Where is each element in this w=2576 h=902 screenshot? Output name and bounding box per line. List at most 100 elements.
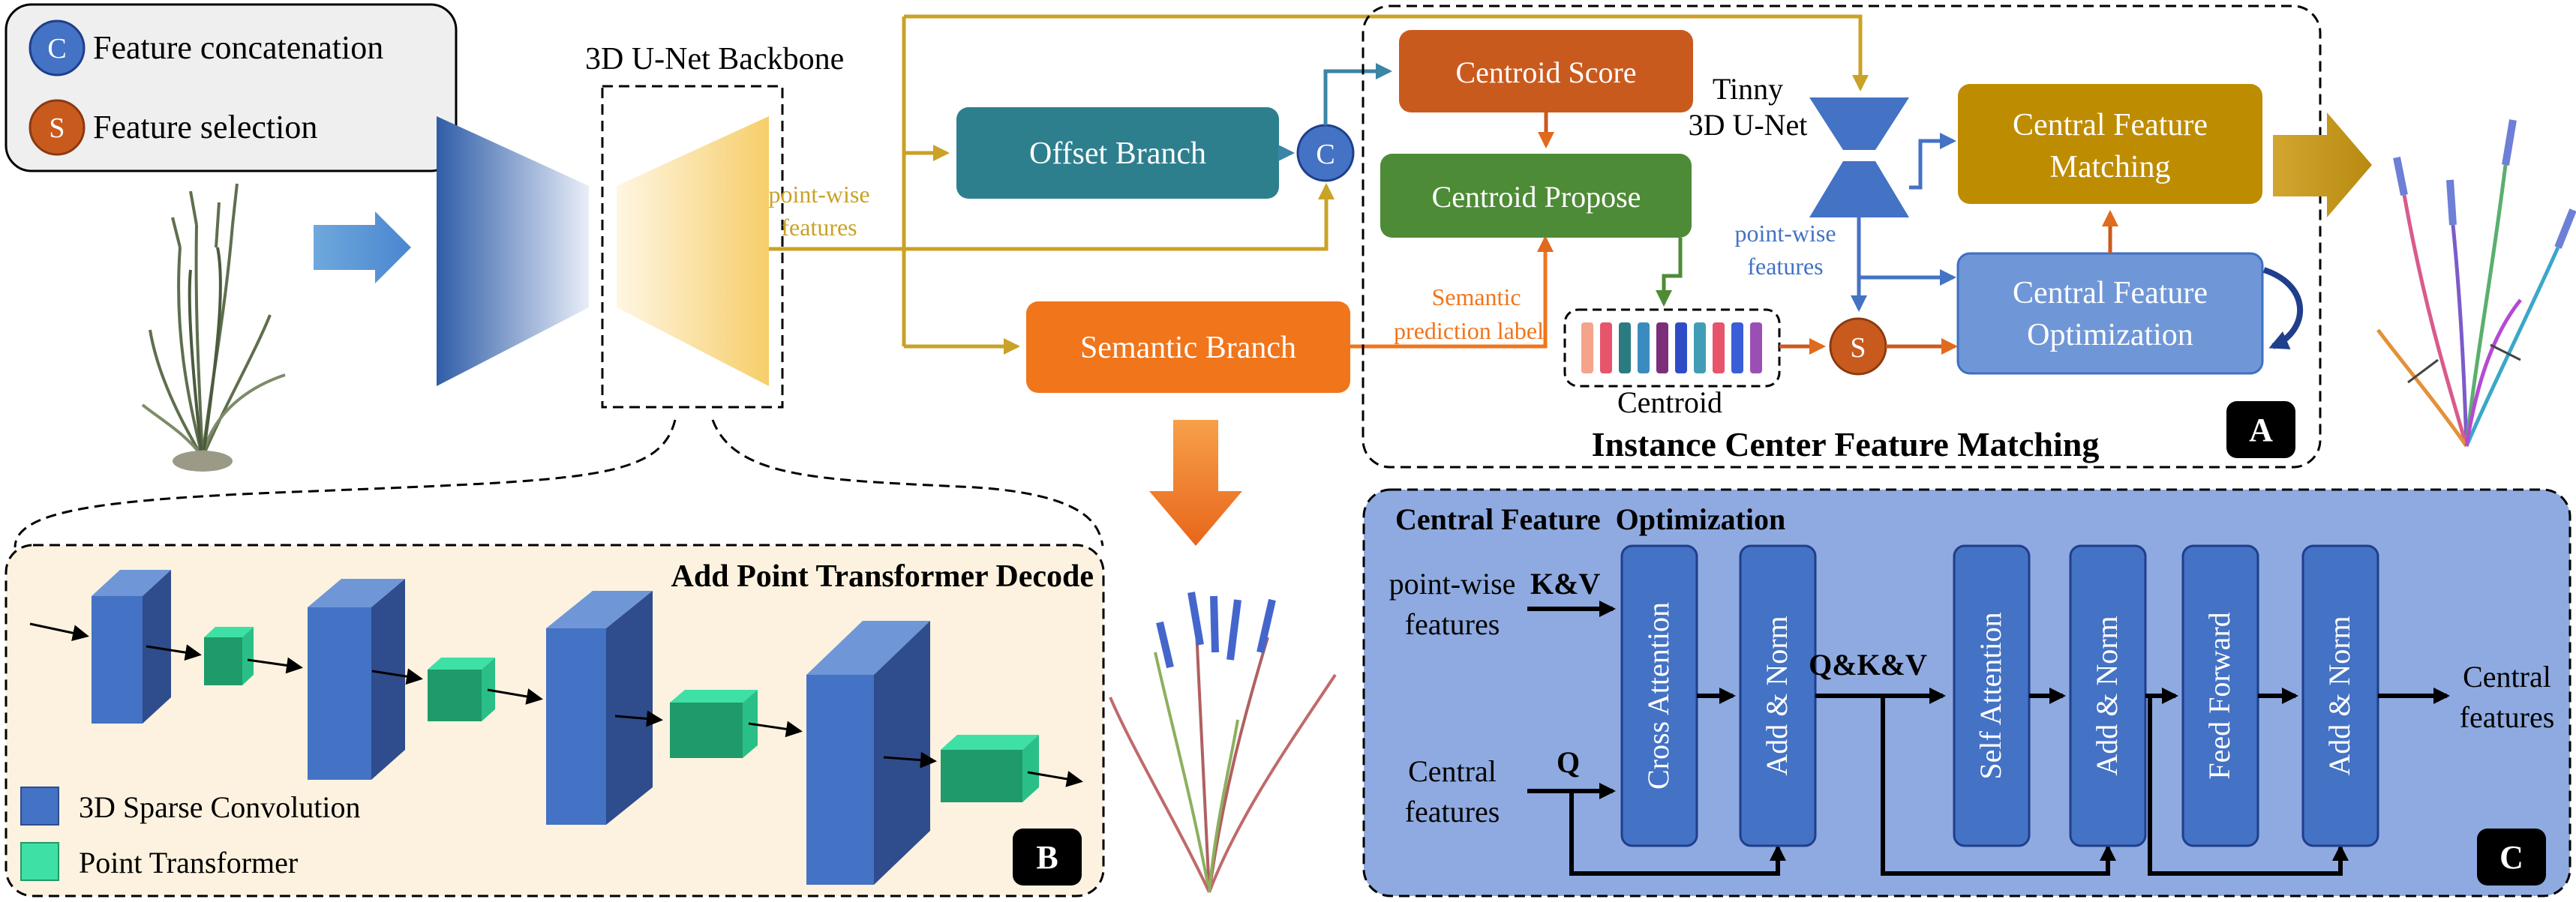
select-legend-label: Feature selection xyxy=(93,109,317,145)
point-transformer-block-1 xyxy=(204,627,254,685)
tiny-unet-line1: Tinny xyxy=(1713,72,1783,106)
semantic-to-propose-arrow xyxy=(1350,235,1554,349)
input2-line2: features xyxy=(1405,795,1500,829)
flow-arrow xyxy=(487,688,543,705)
tiny-unet-to-matching-arrow xyxy=(1909,133,1956,190)
centroid-strip xyxy=(1563,308,1781,388)
pointwise-label-line1: point-wise xyxy=(768,181,869,208)
point-transformer-block-2 xyxy=(428,658,495,721)
select-node: S xyxy=(1829,317,1887,376)
svg-text:Optimization: Optimization xyxy=(2027,318,2193,352)
central-feature-matching-box: Central Feature Matching xyxy=(1958,84,2262,204)
callout-curve xyxy=(14,419,677,548)
flow-arrow xyxy=(748,721,803,738)
sparse-conv-block-2 xyxy=(308,579,405,780)
self-attention-label: Self Attention xyxy=(1974,612,2007,779)
add-norm-label-3: Add & Norm xyxy=(2322,616,2356,775)
svg-text:Offset Branch: Offset Branch xyxy=(1029,136,1206,171)
pw-line1: point-wise xyxy=(1734,220,1836,247)
panel-b: Add Point Transformer Decode xyxy=(5,544,1105,898)
centroid-score-box: Centroid Score xyxy=(1399,30,1693,112)
feed-forward-label: Feed Forward xyxy=(2202,612,2236,779)
final-output-arrow xyxy=(2273,112,2372,217)
sparse-conv-block-1 xyxy=(92,570,171,724)
kv-label: K&V xyxy=(1530,567,1600,601)
gold-flow-lines xyxy=(769,14,1869,355)
add-norm-label-1: Add & Norm xyxy=(1760,616,1794,775)
central-feature-optimization-box: Central Feature Optimization xyxy=(1956,252,2264,375)
tiny-unet-line2: 3D U-Net xyxy=(1689,108,1808,142)
svg-text:Matching: Matching xyxy=(2050,150,2171,184)
residual-2 xyxy=(1881,696,2116,876)
svg-text:B: B xyxy=(1036,839,1058,876)
panel-b-badge xyxy=(1013,829,1082,886)
flow-arrow xyxy=(371,668,423,685)
cross-attention-label: Cross Attention xyxy=(1641,602,1675,790)
semantic-branch-box: Semantic Branch xyxy=(1026,301,1350,393)
callout-curve-right xyxy=(711,419,1104,547)
optimization-loop-arrow xyxy=(2262,267,2303,349)
centroid-label: Centroid xyxy=(1617,385,1722,419)
svg-text:C: C xyxy=(2499,839,2523,876)
panel-c-badge xyxy=(2477,829,2546,886)
svg-text:Semantic Branch: Semantic Branch xyxy=(1080,331,1296,365)
flow-arrow xyxy=(29,622,89,642)
sparse-conv-legend-swatch xyxy=(20,787,59,826)
svg-text:A: A xyxy=(2249,412,2273,448)
flow-arrow xyxy=(1027,771,1083,787)
svg-text:C: C xyxy=(47,33,66,64)
svg-text:Centroid Score: Centroid Score xyxy=(1455,55,1636,89)
svg-text:S: S xyxy=(49,112,65,144)
input-arrow xyxy=(314,211,411,283)
select-icon: S xyxy=(29,99,86,156)
centroid-propose-box: Centroid Propose xyxy=(1380,154,1692,238)
semantic-pred-line2: prediction label xyxy=(1394,317,1544,344)
decoder-highlight-box xyxy=(601,85,784,409)
qkv-label: Q&K&V xyxy=(1809,648,1927,682)
legend-box: C Feature concatenation S Feature select… xyxy=(5,3,458,172)
panel-a-title: Instance Center Feature Matching xyxy=(1592,425,2100,463)
concat-to-score-arrow xyxy=(1323,63,1392,125)
concat-legend-label: Feature concatenation xyxy=(93,29,383,66)
backbone-title: 3D U-Net Backbone xyxy=(585,42,844,76)
tiny-unet-icon xyxy=(1809,97,1909,217)
point-transformer-block-3 xyxy=(670,690,758,758)
panel-b-title: Add Point Transformer Decode xyxy=(671,559,1094,594)
semantic-output-arrow xyxy=(1149,420,1242,546)
pt-legend-swatch xyxy=(20,842,59,881)
flow-arrow xyxy=(247,657,303,674)
concat-node: C xyxy=(1296,124,1355,182)
svg-text:Centroid Propose: Centroid Propose xyxy=(1432,180,1641,214)
panel-c-title: Central Feature Optimization xyxy=(1395,502,1785,536)
svg-text:Central Feature: Central Feature xyxy=(2013,276,2208,310)
semantic-output-plant xyxy=(1109,592,1337,893)
svg-text:Central Feature: Central Feature xyxy=(2013,108,2208,142)
residual-1 xyxy=(1569,791,1786,876)
flow-arrow xyxy=(146,644,202,661)
semantic-pred-line1: Semantic xyxy=(1431,283,1521,310)
panel-a-frame xyxy=(1362,4,2322,469)
residual-3 xyxy=(2148,696,2349,876)
sparse-conv-block-3 xyxy=(546,591,653,825)
q-label: Q xyxy=(1557,745,1580,779)
sparse-conv-block-4 xyxy=(806,621,930,885)
decoder-trapezoid xyxy=(617,116,769,386)
propose-to-centroid-arrow xyxy=(1656,238,1683,307)
input2-line1: Central xyxy=(1408,754,1497,788)
pointwise-label-line2: features xyxy=(781,214,857,241)
input1-line2: features xyxy=(1405,607,1500,641)
pw-line2: features xyxy=(1747,253,1823,280)
pt-legend-label: Point Transformer xyxy=(79,846,298,880)
svg-text:C: C xyxy=(1316,139,1335,170)
sparse-conv-legend-label: 3D Sparse Convolution xyxy=(79,790,361,824)
output-line2: features xyxy=(2460,700,2555,734)
add-norm-label-2: Add & Norm xyxy=(2090,616,2124,775)
panel-a-badge: A xyxy=(2226,401,2295,458)
instance-output-plant xyxy=(2376,119,2576,448)
output-line1: Central xyxy=(2463,660,2551,694)
svg-text:S: S xyxy=(1850,332,1866,364)
flow-arrow xyxy=(614,710,663,727)
point-transformer-block-4 xyxy=(941,735,1039,802)
